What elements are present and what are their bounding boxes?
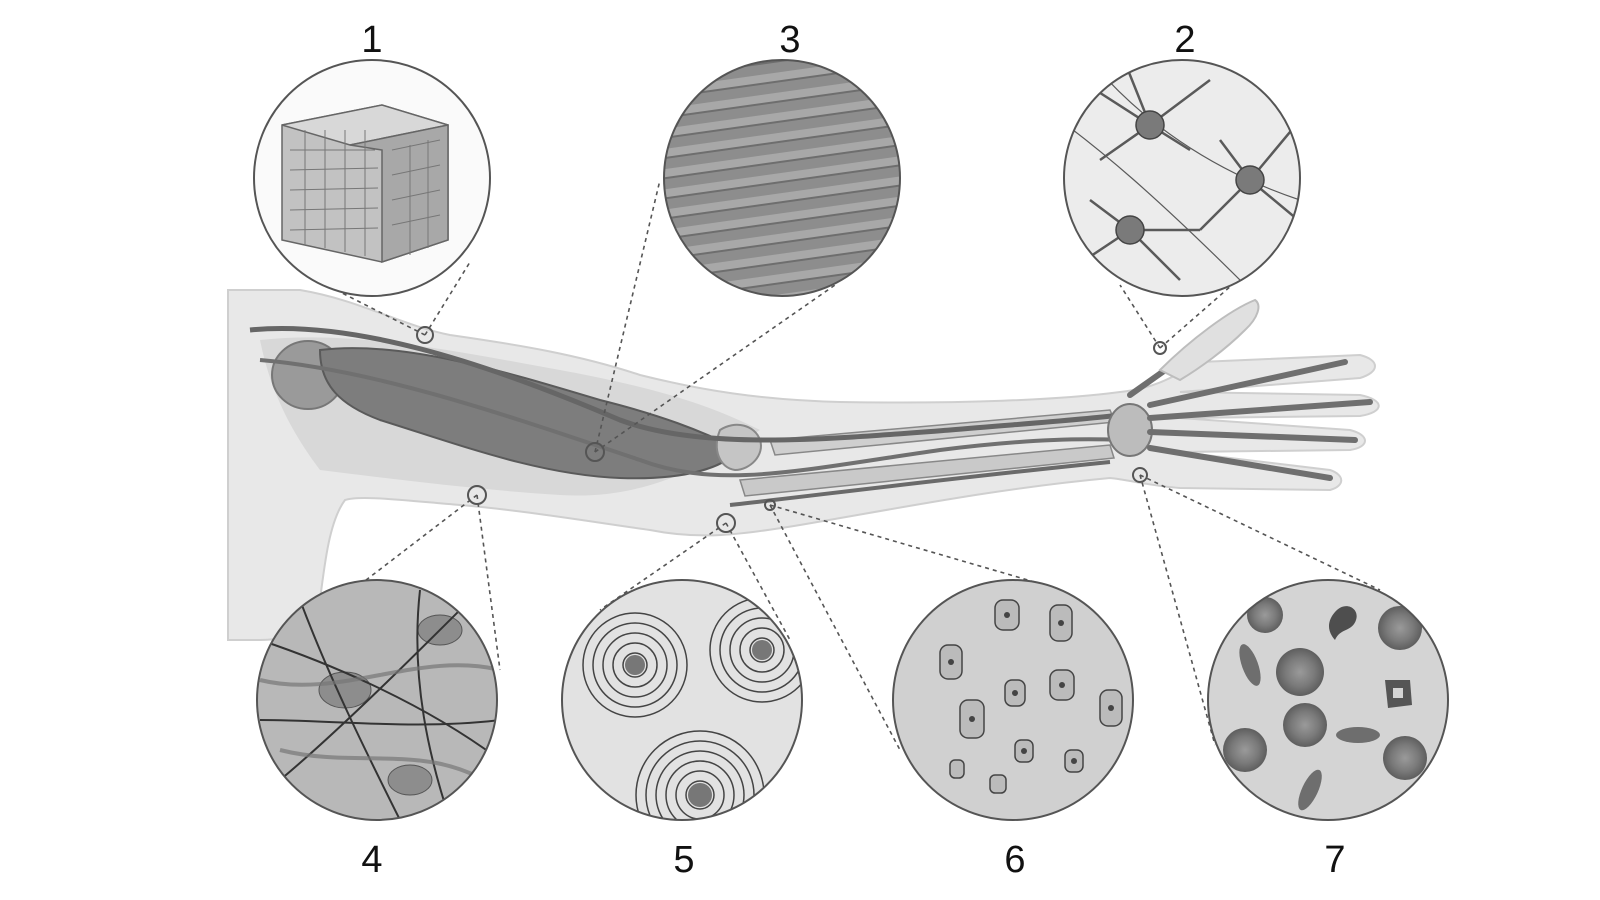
ulna-bone	[739, 444, 1115, 497]
label-5: 5	[673, 839, 694, 881]
leader-lines	[339, 179, 1381, 751]
marker-1	[416, 326, 434, 344]
marker-5	[716, 513, 736, 533]
marker-3	[585, 442, 605, 462]
magnified-view-6	[892, 579, 1134, 821]
magnified-view-2	[1063, 59, 1301, 297]
label-4: 4	[361, 839, 382, 881]
magnified-view-5	[561, 579, 803, 821]
label-1: 1	[361, 19, 382, 61]
thumb-shape	[1158, 298, 1260, 382]
vein-lower	[259, 358, 1121, 478]
magnified-view-4	[256, 579, 498, 821]
wrist-bones	[1107, 403, 1153, 457]
marker-6	[764, 499, 776, 511]
magnified-view-7	[1207, 579, 1449, 821]
label-2: 2	[1174, 19, 1195, 61]
marker-4	[467, 485, 487, 505]
label-6: 6	[1004, 839, 1025, 881]
arm-illustration	[227, 289, 1380, 641]
marker-7	[1132, 467, 1148, 483]
artery-upper	[249, 325, 1121, 443]
label-3: 3	[779, 19, 800, 61]
elbow-joint	[715, 423, 762, 472]
sample-markers	[416, 326, 1167, 533]
label-7: 7	[1324, 839, 1345, 881]
number-labels: 1 3 2 4 5 6 7	[361, 19, 1345, 881]
magnified-view-3	[663, 59, 901, 297]
magnified-view-1	[253, 59, 491, 297]
marker-2	[1153, 341, 1167, 355]
